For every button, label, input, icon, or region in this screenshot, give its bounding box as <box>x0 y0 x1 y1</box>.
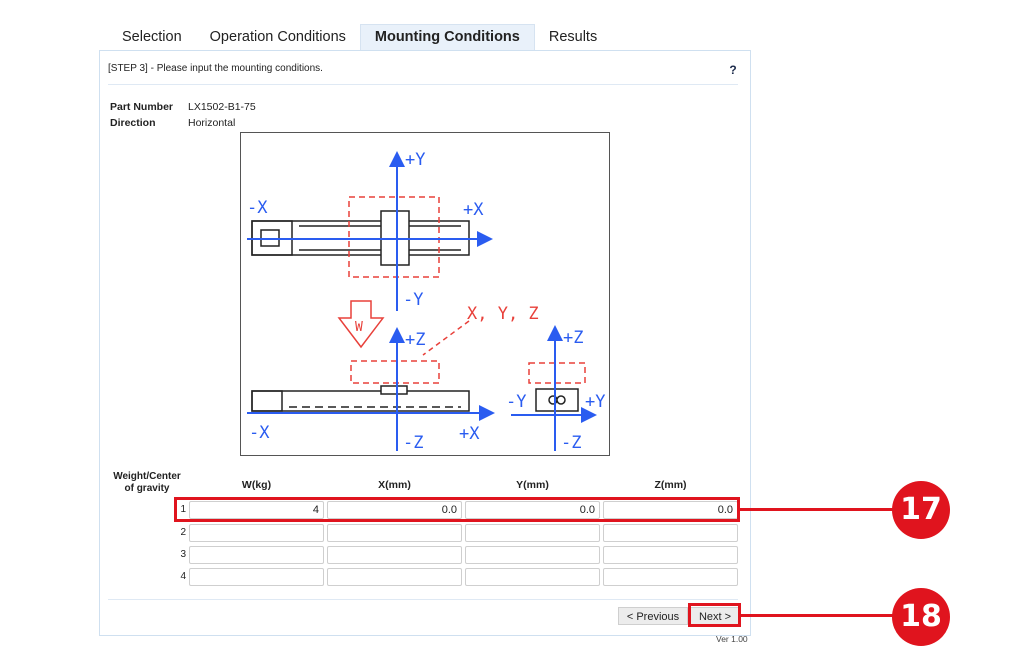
version-label: Ver 1.00 <box>716 634 748 644</box>
coordinate-diagram-svg: +Y -Y -X +X W X, Y, Z <box>247 150 605 453</box>
row-number: 1 <box>180 504 186 515</box>
y-input-4[interactable] <box>465 568 600 586</box>
weight-cog-label: Weight/Center of gravity <box>108 471 186 495</box>
svg-text:+Z: +Z <box>405 330 425 350</box>
col-header-x: X(mm) <box>378 479 411 491</box>
tab-results[interactable]: Results <box>548 29 598 45</box>
direction-label: Direction <box>110 117 156 129</box>
callout-17-highlight <box>174 497 740 522</box>
z-input-2[interactable] <box>603 524 738 542</box>
svg-text:W: W <box>355 320 363 335</box>
help-icon[interactable]: ? <box>729 63 737 77</box>
svg-text:+Z: +Z <box>563 328 583 348</box>
tab-operation-conditions[interactable]: Operation Conditions <box>209 29 346 45</box>
col-header-y: Y(mm) <box>516 479 549 491</box>
svg-text:X, Y, Z: X, Y, Z <box>467 304 539 324</box>
col-header-w: W(kg) <box>241 479 272 491</box>
direction-value: Horizontal <box>188 117 236 129</box>
col-header-z: Z(mm) <box>654 479 687 491</box>
weight-input-1[interactable]: 4 <box>189 501 324 519</box>
z-input-3[interactable] <box>603 546 738 564</box>
part-number-row: Part Number LX1502-B1-75 <box>110 101 256 113</box>
y-input-3[interactable] <box>465 546 600 564</box>
step-instruction: [STEP 3] - Please input the mounting con… <box>108 63 323 74</box>
divider <box>108 599 738 600</box>
row-number: 3 <box>180 549 186 560</box>
row-number: 2 <box>180 527 186 538</box>
x-input-2[interactable] <box>327 524 462 542</box>
y-input-2[interactable] <box>465 524 600 542</box>
y-input-1[interactable]: 0.0 <box>465 501 600 519</box>
svg-text:-Z: -Z <box>403 433 423 453</box>
callout-18-line <box>741 614 894 617</box>
mounting-conditions-panel: [STEP 3] - Please input the mounting con… <box>99 50 751 636</box>
svg-text:+Y: +Y <box>585 392 605 412</box>
svg-text:-Y: -Y <box>403 290 423 310</box>
step-tabs: Selection Operation Conditions Mounting … <box>108 24 611 51</box>
part-number-value: LX1502-B1-75 <box>188 101 256 113</box>
weight-cog-label-line1: Weight/Center <box>113 471 181 482</box>
svg-text:-X: -X <box>249 423 270 443</box>
x-input-3[interactable] <box>327 546 462 564</box>
x-input-4[interactable] <box>327 568 462 586</box>
svg-text:+X: +X <box>459 424 480 444</box>
callout-17-line <box>740 508 894 511</box>
svg-text:-Z: -Z <box>561 433 581 453</box>
callout-18-highlight <box>688 603 741 627</box>
divider <box>108 84 738 85</box>
part-number-label: Part Number <box>110 101 174 113</box>
x-input-1[interactable]: 0.0 <box>327 501 462 519</box>
tab-mounting-conditions[interactable]: Mounting Conditions <box>359 24 535 51</box>
previous-button[interactable]: < Previous <box>618 607 688 625</box>
callout-17-badge: 17 <box>892 481 950 539</box>
z-input-4[interactable] <box>603 568 738 586</box>
svg-text:+X: +X <box>463 200 484 220</box>
weight-cog-label-line2: of gravity <box>124 483 170 494</box>
weight-input-2[interactable] <box>189 524 324 542</box>
svg-text:-Y: -Y <box>506 392 526 412</box>
callout-18-badge: 18 <box>892 588 950 646</box>
direction-row: Direction Horizontal <box>110 117 235 129</box>
svg-text:-X: -X <box>247 198 268 218</box>
weight-input-4[interactable] <box>189 568 324 586</box>
weight-input-3[interactable] <box>189 546 324 564</box>
row-number: 4 <box>180 571 186 582</box>
tab-selection[interactable]: Selection <box>122 29 182 45</box>
mounting-diagram: +Y -Y -X +X W X, Y, Z <box>240 132 610 456</box>
svg-text:+Y: +Y <box>405 150 425 170</box>
